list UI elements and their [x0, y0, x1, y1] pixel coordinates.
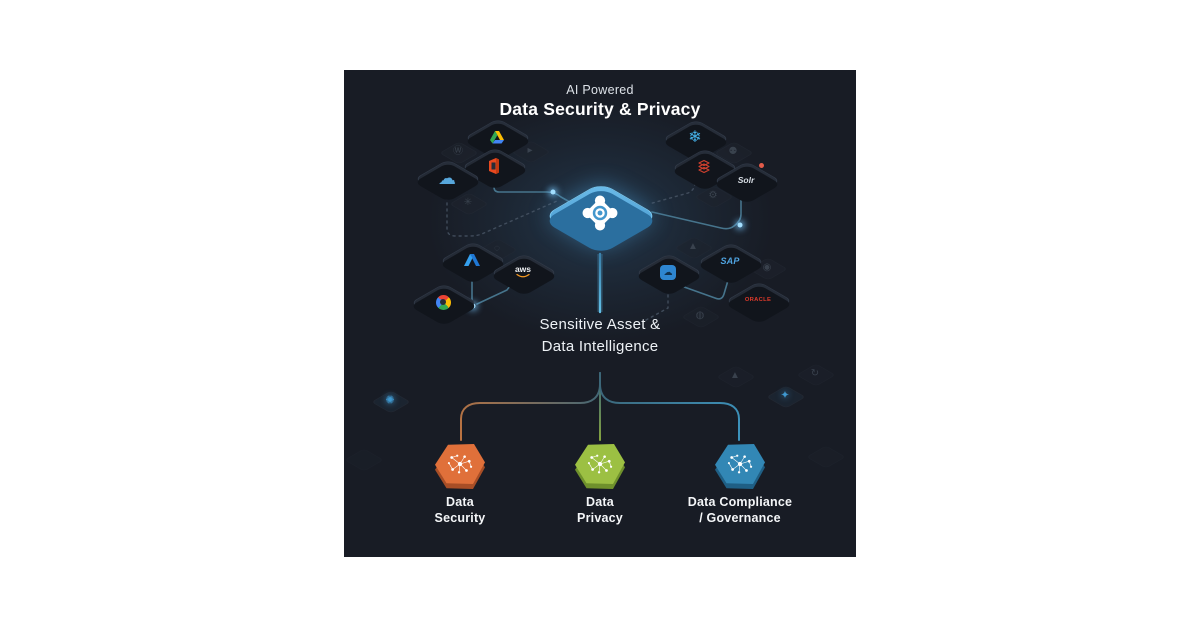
hub-caption: Sensitive Asset & Data Intelligence — [490, 314, 710, 358]
snowflake-icon: ❄ — [688, 129, 702, 146]
aws-icon: aws — [510, 259, 536, 285]
output-data-compliance: Data Compliance / Governance — [680, 444, 800, 526]
oracle-label: ORACLE — [744, 297, 772, 303]
output-label: Data Privacy — [577, 495, 623, 525]
asterisk-icon: ✳ — [463, 197, 473, 208]
ring-icon: ◌ — [494, 243, 500, 254]
disc-icon: ◍ — [695, 310, 705, 321]
data-stack-icon — [691, 154, 717, 180]
microsoft-office-icon — [481, 153, 507, 179]
network-graph-icon — [587, 454, 613, 474]
solr-dot-icon — [759, 163, 764, 168]
solr-label: Solr — [737, 175, 755, 185]
salesforce-icon: ☁ — [438, 168, 456, 188]
ghost-tile-blank — [344, 448, 384, 472]
page-title: Data Security & Privacy — [499, 99, 701, 119]
network-node-icon: ✺ — [385, 394, 395, 407]
gear-icon: ⚙ — [708, 190, 718, 201]
header-subtitle: AI Powered — [566, 83, 634, 97]
wordpress-icon: Ⓦ — [453, 146, 463, 157]
triangle-icon: ▲ — [688, 241, 698, 252]
triangle-2-icon: ▲ — [730, 370, 740, 381]
aws-label: aws — [514, 263, 532, 274]
google-drive-icon — [484, 124, 510, 150]
output-label: Data Security — [434, 495, 486, 525]
hub-caption-line2: Data Intelligence — [541, 338, 659, 355]
sap-icon: SAP — [717, 248, 743, 274]
ghost-tile-blank — [806, 445, 846, 469]
refresh-icon: ↻ — [810, 368, 820, 379]
oracle-icon: ORACLE — [745, 287, 771, 313]
network-graph-icon — [727, 454, 753, 474]
bug-icon: ⚉ — [728, 146, 738, 157]
cloud-app-icon: ☁ — [655, 259, 681, 285]
apache-solr-icon: Solr — [733, 163, 764, 193]
coin-icon: ◉ — [762, 262, 772, 273]
output-label: Data Compliance / Governance — [687, 495, 793, 525]
sap-label: SAP — [720, 256, 740, 266]
glow-dot — [550, 189, 556, 195]
media-icon: ▸ — [527, 145, 533, 156]
microsoft-azure-icon — [459, 247, 485, 273]
output-data-privacy: Data Privacy — [540, 444, 660, 526]
infographic-canvas: AI Powered Data Security & Privacy Ⓦ ✳ ◌… — [344, 70, 856, 557]
chip-icon: ✦ — [780, 389, 790, 402]
glow-dot — [737, 222, 743, 228]
network-graph-icon — [447, 454, 473, 474]
google-cloud-icon — [430, 289, 456, 315]
output-data-security: Data Security — [400, 444, 520, 526]
hub-caption-line1: Sensitive Asset & — [539, 316, 661, 333]
securiti-emblem-icon — [580, 193, 620, 233]
